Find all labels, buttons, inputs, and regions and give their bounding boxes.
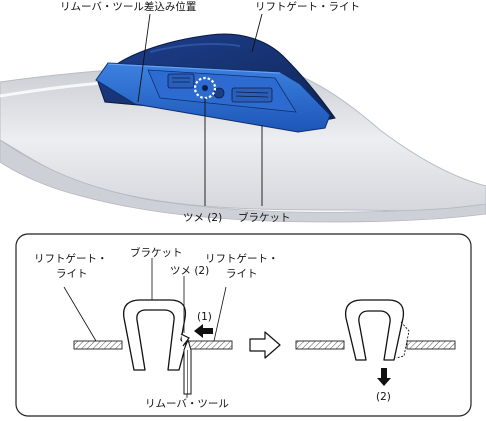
transition-arrow <box>249 331 281 359</box>
liftgate-light-left-label-line1: リフトゲート・ <box>34 253 108 265</box>
liftgate-light-left-label-line2: ライト <box>56 268 88 280</box>
liftgate-light-right-label-line1: リフトゲート・ <box>205 253 279 265</box>
step1-label: (1) <box>197 311 212 323</box>
arrow-step1 <box>194 324 213 338</box>
liftgate-light-right-label-line2: ライト <box>226 268 258 280</box>
connector-right <box>231 87 273 103</box>
removal-tool-position-label: リムーバ・ツール差込み位置 <box>60 0 196 13</box>
claw-right-released <box>395 321 410 359</box>
leader-liftgate-right <box>213 286 227 342</box>
leader-liftgate-left <box>63 286 97 342</box>
liftgate-light-lens-shine <box>149 43 241 53</box>
claw-label-section: ツメ (2) <box>170 265 209 277</box>
claw-label-top: ツメ (2) <box>183 212 222 224</box>
vehicle-body-lower-edge <box>0 139 486 223</box>
arrow-step2 <box>377 368 391 386</box>
step2-label: (2) <box>376 391 391 403</box>
liftgate-light-panel-right-b <box>406 340 456 350</box>
bracket-clip-right <box>344 299 405 361</box>
bracket-label-top: ブラケット <box>238 211 291 224</box>
top-illustration: リムーバ・ツール差込み位置 リフトゲート・ライト ツメ (2) ブラケット <box>0 0 486 224</box>
section-before-removal <box>63 258 233 398</box>
leader-removal-tool-position <box>137 13 151 103</box>
liftgate-light-panel-left-b <box>185 340 233 350</box>
liftgate-light-panel-right-a <box>295 340 345 350</box>
liftgate-light-label-top: リフトゲート・ライト <box>255 1 360 13</box>
removal-tool-label: リムーバ・ツール <box>145 398 229 410</box>
bracket-label-section: ブラケット <box>130 246 183 259</box>
section-frame <box>15 233 472 417</box>
section-panel: リフトゲート・ ライト ブラケット リフトゲート・ ライト ツメ (2) (1)… <box>15 233 472 417</box>
claw-left <box>180 333 190 347</box>
connector-left <box>167 73 195 89</box>
bracket-clip-left <box>122 299 187 371</box>
liftgate-light-panel-left-a <box>73 340 123 350</box>
section-after-removal <box>295 299 456 386</box>
leader-liftgate-light <box>251 13 263 53</box>
